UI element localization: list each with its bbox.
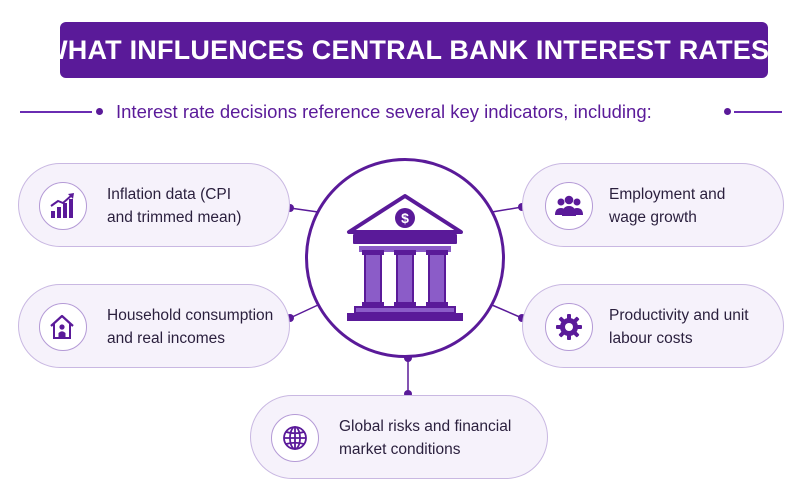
connector-inflation	[289, 207, 319, 213]
factor-line-2: and real incomes	[107, 330, 226, 347]
connector-household	[289, 304, 319, 319]
subtitle-row: Interest rate decisions reference severa…	[20, 100, 782, 124]
factor-line-1: Global risks and financial	[339, 418, 512, 435]
subtitle-dot-left	[96, 108, 103, 115]
connector-dot-household	[286, 314, 294, 322]
connector-employment	[491, 206, 523, 213]
people-group-icon-wrap	[545, 182, 593, 230]
bank-building-dollar-icon: $	[347, 194, 463, 321]
factor-label-household: Household consumption and real incomes	[107, 304, 282, 350]
factor-line-2: and trimmed mean)	[107, 209, 242, 226]
factor-card-inflation: Inflation data (CPI and trimmed mean)	[18, 163, 290, 247]
factor-card-household: Household consumption and real incomes	[18, 284, 290, 368]
gear-icon-wrap	[545, 303, 593, 351]
factor-line-1: Household consumption	[107, 307, 274, 324]
subtitle-rule-right	[734, 111, 782, 113]
factor-line-2: market conditions	[339, 441, 461, 458]
growth-chart-icon	[50, 193, 74, 218]
factor-card-productivity: Productivity and unit labour costs	[522, 284, 784, 368]
center-bank-circle: $	[305, 158, 505, 358]
globe-icon	[283, 426, 307, 450]
subtitle-dot-right	[724, 108, 731, 115]
connector-dot-center-bottom	[404, 354, 412, 362]
people-group-icon	[555, 195, 583, 216]
factor-line-1: Inflation data (CPI	[107, 186, 232, 203]
factor-line-2: wage growth	[609, 209, 697, 226]
growth-chart-icon-wrap	[39, 182, 87, 230]
factor-label-global: Global risks and financial market condit…	[339, 415, 539, 461]
page-title: WHAT INFLUENCES CENTRAL BANK INTEREST RA…	[42, 34, 786, 65]
title-banner: WHAT INFLUENCES CENTRAL BANK INTEREST RA…	[42, 22, 786, 78]
factor-card-global: Global risks and financial market condit…	[250, 395, 548, 479]
factor-line-1: Employment and	[609, 186, 726, 203]
factor-label-inflation: Inflation data (CPI and trimmed mean)	[107, 183, 282, 229]
factor-line-1: Productivity and unit	[609, 307, 749, 324]
svg-text:$: $	[401, 210, 409, 226]
connector-dot-global	[404, 390, 412, 398]
connector-productivity	[491, 304, 523, 319]
gear-icon	[556, 314, 582, 340]
factor-label-productivity: Productivity and unit labour costs	[609, 304, 784, 350]
subtitle-rule-left	[20, 111, 92, 113]
factor-label-employment: Employment and wage growth	[609, 183, 784, 229]
factor-card-employment: Employment and wage growth	[522, 163, 784, 247]
house-person-icon	[50, 314, 74, 339]
connector-dot-inflation	[286, 204, 294, 212]
factor-line-2: labour costs	[609, 330, 693, 347]
subtitle: Interest rate decisions reference severa…	[116, 101, 652, 122]
house-person-icon-wrap	[39, 303, 87, 351]
globe-icon-wrap	[271, 414, 319, 462]
